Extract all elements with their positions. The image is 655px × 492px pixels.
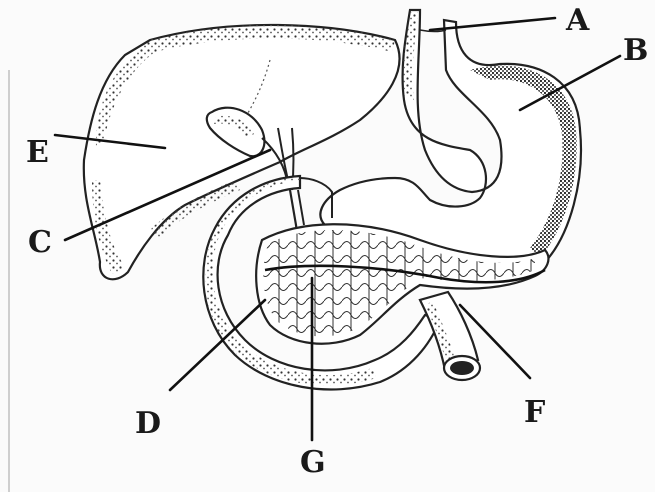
- label-C: C: [28, 225, 52, 260]
- label-D: D: [135, 406, 161, 441]
- label-A: A: [565, 3, 590, 38]
- label-B: B: [623, 33, 648, 68]
- label-F: F: [524, 395, 545, 430]
- label-E: E: [26, 135, 49, 170]
- label-G: G: [300, 445, 326, 480]
